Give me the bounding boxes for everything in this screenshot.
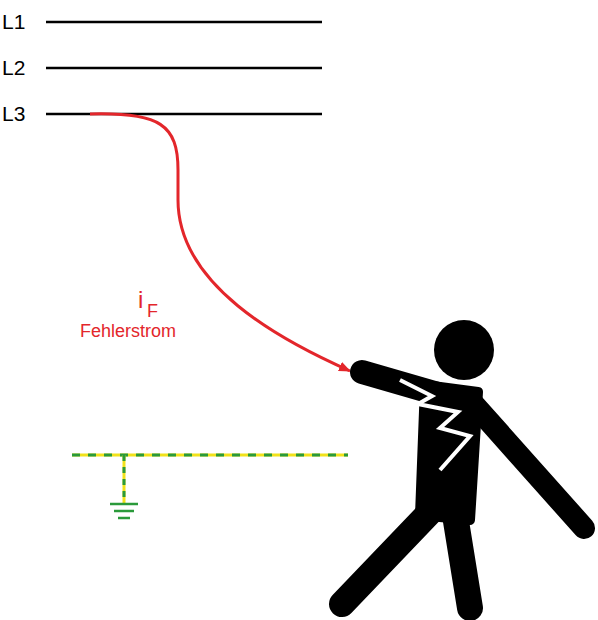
ground-symbol	[110, 504, 138, 518]
phase-label: L3	[2, 103, 25, 124]
phase-label: L1	[2, 11, 25, 32]
lightning-bolt	[400, 380, 470, 470]
phase-label: L2	[2, 57, 25, 78]
pe-conductor	[72, 454, 348, 457]
phase-line	[46, 67, 322, 70]
person-figure	[342, 320, 584, 608]
pe-drop-dash	[123, 455, 126, 503]
phase-line	[46, 113, 322, 116]
current-subscript: F	[147, 302, 158, 320]
fault-current-label: Fehlerstrom	[80, 322, 176, 340]
current-symbol: i	[138, 288, 143, 312]
pe-conductor-dash	[72, 454, 348, 457]
phase-line	[46, 21, 322, 24]
pe-drop	[123, 455, 126, 503]
